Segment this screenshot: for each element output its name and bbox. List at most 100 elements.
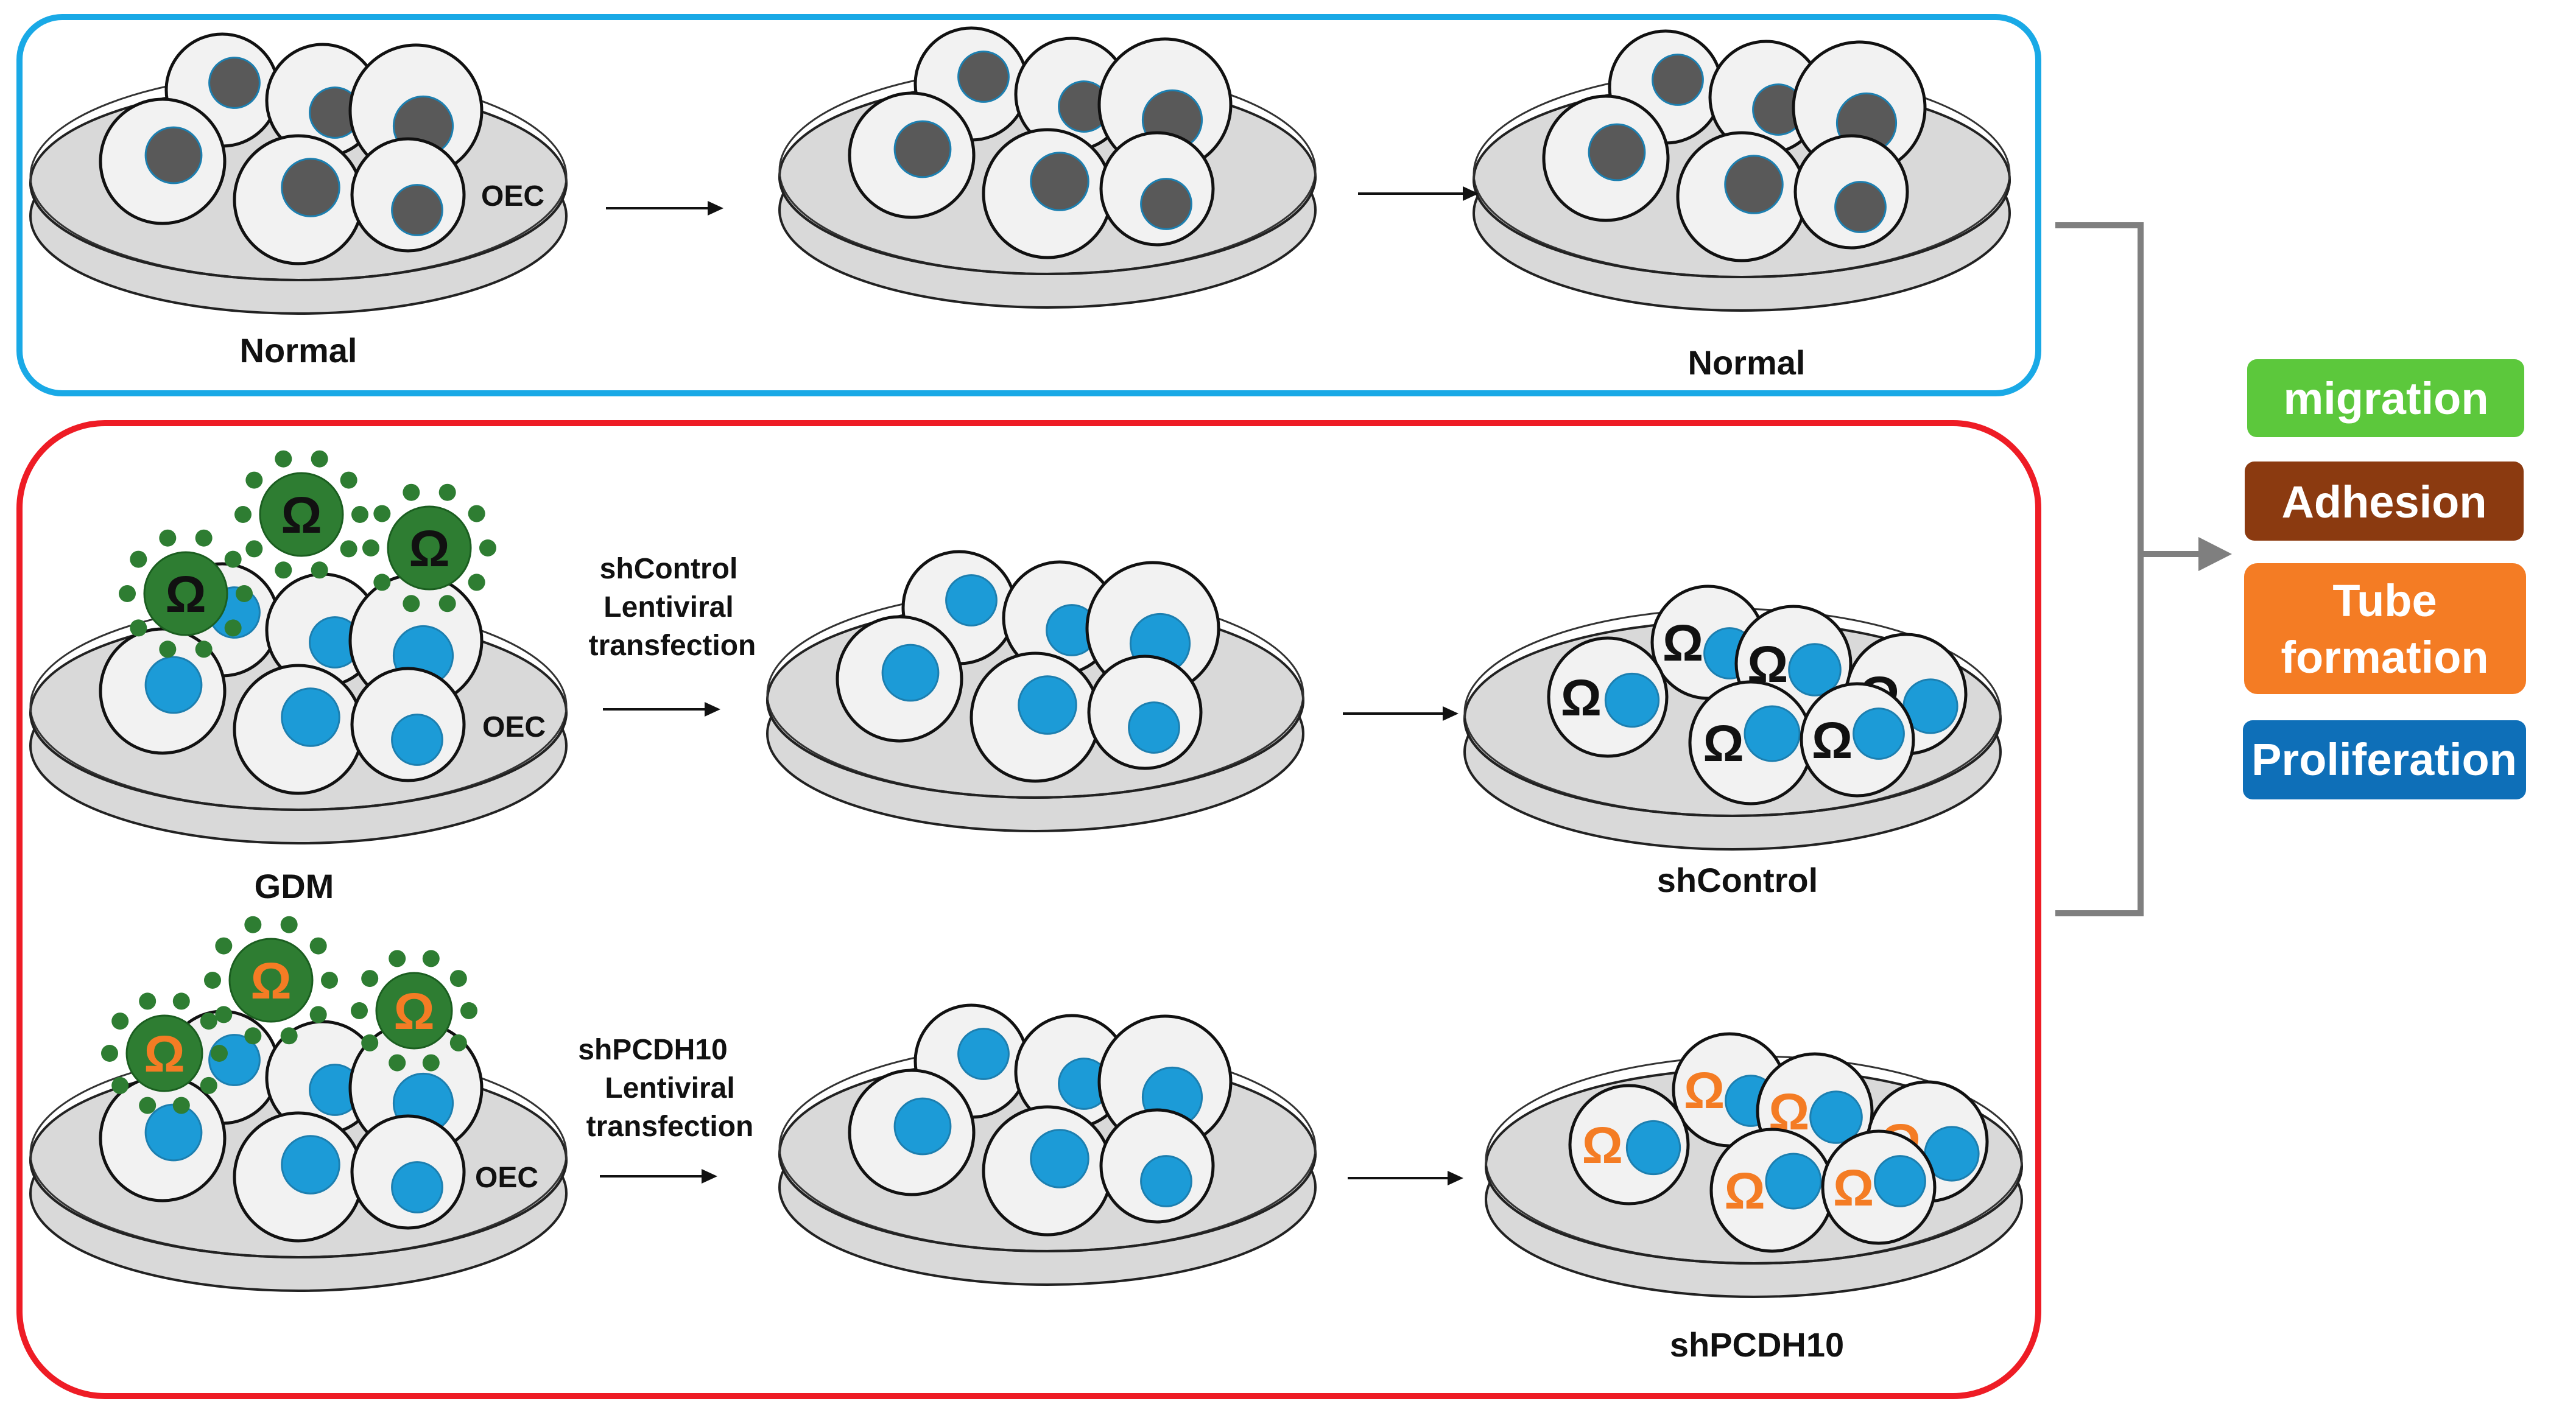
shcontrol-dish-2 [766,550,1304,832]
shcontrol-dish-3-omega-2: Ω [1561,669,1602,726]
virus-5-spike-5 [101,1045,118,1062]
virus-5-spike-3 [139,1097,157,1114]
virus-4-spike-9 [309,937,327,955]
shcontrol-dish-2-nucleus-0 [945,574,998,627]
virus-5-spike-7 [139,992,157,1010]
virus-4-spike-3 [244,1027,262,1045]
virus-1-spike-8 [311,450,328,468]
virus-3-spike-4 [373,574,391,591]
normal-dish-3-front-rim [1473,179,2011,278]
shcontrol-transfection-line2: Lentiviral [604,591,733,623]
virus-2-spike-3 [159,641,177,658]
shpcdh10-dish-2-nucleus-3 [893,1097,952,1156]
shpcdh10-dish-3-omega-2: Ω [1582,1117,1623,1174]
shcontrol-dish-3-omega-4: Ω [1703,715,1744,772]
normal-dish-2-nucleus-5 [1140,178,1192,230]
virus-6-spike-5 [351,1002,368,1019]
virus-5-spike-1 [200,1076,217,1094]
virus-3-spike-2 [438,595,456,612]
virus-2-omega: Ω [165,566,206,623]
virus-3-spike-3 [403,595,420,612]
normal-end-label: Normal [1688,343,1806,382]
virus-1-spike-9 [340,471,357,489]
shpcdh10-dish-3-omega-4: Ω [1724,1162,1765,1220]
gdm-dish-1-nucleus-4 [281,687,340,747]
gdm-dish-1-nucleus-5 [391,714,443,766]
migration-label: migration [2283,373,2488,424]
shcontrol-dish-2-nucleus-4 [1018,675,1077,735]
virus-3-spike-7 [403,483,420,501]
arrows-layer [600,186,1479,1185]
normal-dish-2 [778,26,1317,309]
virus-5-spike-8 [172,992,190,1010]
virus-5-body [125,1014,203,1092]
normal-dish-3-nucleus-5 [1834,181,1887,233]
virus-1-body [259,472,344,557]
virus-1-spike-7 [275,450,292,468]
virus-6: Ω [351,950,477,1072]
normal-dish-1-front-rim [29,182,568,281]
shcontrol-dish-3-omega-0: Ω [1663,614,1703,672]
normal-group-box [16,14,2041,396]
virus-2-spike-5 [119,585,136,602]
formation-label: formation [2281,632,2488,683]
virus-3-omega: Ω [409,520,449,577]
virus-4-spike-2 [280,1027,298,1045]
virus-5-omega: Ω [144,1025,185,1083]
virus-3-spike-9 [468,505,485,522]
virus-5-spike-0 [211,1045,228,1062]
virus-6-spike-8 [422,950,440,967]
virus-1-spike-2 [311,561,328,579]
gdm-dish-1-nucleus-3 [144,656,203,714]
normal-start-label: Normal [240,331,357,370]
shpcdh10-dish-3-nucleus-1 [1809,1090,1863,1144]
virus-4-omega: Ω [250,952,291,1009]
gdm-dish-2-nucleus-5 [391,1161,443,1213]
shcontrol-dish-3-nucleus-2 [1604,672,1660,728]
virus-2-spike-1 [224,619,242,637]
virus-4-spike-6 [215,937,233,955]
arrow-normal-2-head [1463,186,1479,201]
gdm-oec-label-2: OEC [475,1162,538,1194]
virus-2-spike-0 [236,585,253,602]
virus-4-spike-5 [204,972,221,989]
shcontrol-dish-3-nucleus-1 [1788,643,1842,697]
virus-2-spike-7 [159,529,177,547]
virus-2: Ω [119,529,253,658]
shpcdh10-dish-3-nucleus-4 [1765,1153,1822,1210]
normal-dish-3-nucleus-4 [1724,155,1784,214]
outcome-connector [2055,222,2201,916]
gdm-dish-2-front-rim [29,1159,568,1258]
normal-dish-1-nucleus-3 [144,126,203,184]
shcontrol-dish-3-nucleus-5 [1853,707,1905,760]
virus-2-spike-9 [224,550,242,568]
gdm-dish-2-nucleus-4 [281,1135,340,1195]
virus-6-omega: Ω [393,983,434,1040]
connector-arrowhead [2198,537,2232,571]
virus-5-spike-6 [111,1013,129,1030]
virus-6-body [375,972,453,1050]
arrow-shcontrol-1-head [705,702,720,717]
virus-6-spike-4 [361,1034,379,1051]
virus-4: Ω [204,916,338,1045]
shcontrol-dish-3-nucleus-4 [1744,705,1801,762]
virus-3-spike-5 [362,539,379,556]
virus-1-spike-4 [245,540,263,558]
virus-5: Ω [101,992,228,1114]
normal-dish-1 [29,32,568,315]
shcontrol-dish-2-front-rim [766,700,1304,799]
virus-4-spike-8 [280,916,298,933]
shpcdh10-dish-3-omega-5: Ω [1833,1159,1874,1216]
virus-6-spike-2 [422,1054,440,1072]
tube-formation-box [2244,563,2526,694]
normal-dish-1-nucleus-5 [391,184,443,236]
arrow-normal-1-head [708,201,723,216]
shpcdh10-dish-3-nucleus-2 [1625,1120,1681,1176]
virus-2-spike-4 [130,619,147,637]
shpcdh10-transfection-line1: shPCDH10 [578,1034,727,1066]
virus-2-body [143,551,228,636]
arrow-shcontrol-2-head [1443,706,1459,721]
shcontrol-transfection-line3: transfection [589,630,756,662]
